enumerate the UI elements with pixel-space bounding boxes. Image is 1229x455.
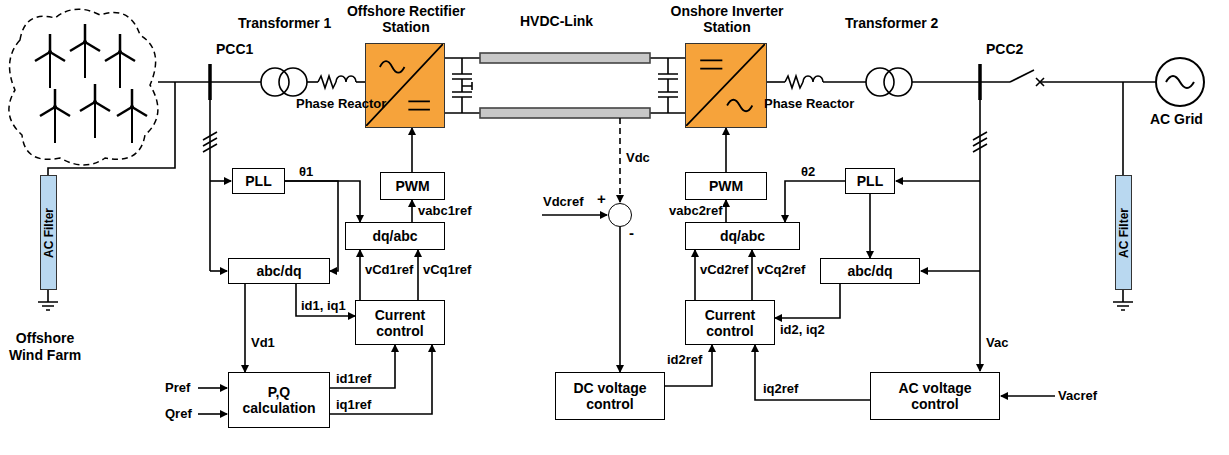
signal-label: Pref	[165, 380, 190, 395]
signal-label: Vac	[986, 335, 1008, 350]
pwm-block: PWM	[380, 172, 445, 200]
sign-label: +	[597, 190, 606, 207]
edge-label: vCd1ref	[364, 262, 414, 277]
transformer-label: Transformer 1	[238, 16, 331, 31]
edge-label: vCq1ref	[422, 262, 472, 277]
block-label: PWM	[709, 178, 743, 194]
edge-label: iq2ref	[762, 381, 799, 396]
edge-label: id1ref	[335, 371, 372, 386]
signal-label: Qref	[165, 406, 192, 421]
edge-label: vCd2ref	[699, 262, 749, 277]
signal-connector	[869, 194, 871, 258]
edge-label: Vd1	[250, 335, 276, 350]
block-label: P,Q calculation	[233, 384, 325, 416]
block-label: abc/dq	[256, 263, 301, 279]
pwm-block: PWM	[685, 172, 767, 200]
block-label: Current control	[360, 307, 440, 339]
edge-label: θ2	[800, 164, 816, 179]
signal-connector	[694, 250, 696, 300]
station-heading: Onshore Inverter Station	[667, 3, 787, 35]
signal-connector	[619, 227, 621, 372]
reactor-label: Phase Reactor	[764, 96, 854, 111]
dc-voltage-control-block: DC voltage control	[555, 372, 665, 420]
edge-label: iq1ref	[335, 397, 372, 412]
signal-label: Vacref	[1058, 388, 1097, 403]
block-label: PLL	[245, 173, 271, 189]
signal-connector	[775, 284, 840, 318]
station-heading: Offshore Rectifier Station	[346, 3, 466, 35]
grid-label: AC Grid	[1150, 112, 1203, 127]
abc-dq-block: abc/dq	[228, 258, 330, 284]
signal-connector	[244, 284, 246, 372]
link-label: HVDC-Link	[520, 14, 593, 29]
filter-label: AC Filter	[1117, 207, 1131, 257]
signal-connector	[285, 181, 360, 222]
signal-connector	[330, 345, 432, 414]
signal-connector	[296, 284, 355, 316]
edge-label: id2, iq2	[779, 322, 826, 337]
block-label: dq/abc	[720, 228, 765, 244]
edge-label: vCq2ref	[756, 262, 806, 277]
reactor-label: Phase Reactor	[296, 96, 386, 111]
edge-label: θ1	[298, 164, 314, 179]
block-label: Current control	[690, 307, 770, 339]
signal-connector	[725, 200, 727, 222]
block-label: dq/abc	[372, 228, 417, 244]
block-label: AC voltage control	[875, 380, 995, 412]
block-label: abc/dq	[847, 263, 892, 279]
bus-label: PCC1	[216, 42, 253, 57]
summing-junction: +-	[608, 203, 632, 227]
edge-label: id1, iq1	[300, 298, 347, 313]
converter-symbol	[366, 44, 443, 126]
ac-voltage-control-block: AC voltage control	[870, 372, 1000, 420]
wind-farm-label: Offshore Wind Farm	[5, 330, 85, 364]
signal-connector	[417, 250, 419, 300]
current-control-block: Current control	[685, 300, 775, 345]
sign-label: -	[629, 224, 634, 241]
signal-connector	[411, 128, 413, 172]
block-label: DC voltage control	[560, 380, 660, 412]
edge-label: vabc1ref	[417, 203, 472, 218]
signal-connector	[755, 345, 870, 400]
ac-filter: AC Filter	[40, 175, 57, 290]
edge-label: vabc2ref	[668, 203, 723, 218]
pq-calculation-block: P,Q calculation	[228, 372, 330, 428]
pll-block: PLL	[845, 168, 895, 194]
abc-dq-block: abc/dq	[820, 258, 920, 284]
current-control-block: Current control	[355, 300, 445, 345]
transformer-label: Transformer 2	[845, 16, 938, 31]
block-label: PLL	[857, 173, 883, 189]
signal-label: Vdcref	[543, 194, 583, 209]
signal-connector	[751, 250, 753, 300]
ac-filter: AC Filter	[1115, 175, 1132, 290]
dq-abc-block: dq/abc	[345, 222, 445, 250]
bus-label: PCC2	[986, 42, 1023, 57]
inverter-station: Onshore Inverter Station	[685, 43, 767, 128]
signal-connector	[359, 250, 361, 300]
signal-connector	[330, 345, 395, 388]
edge-label: id2ref	[666, 352, 703, 367]
pll-block: PLL	[232, 168, 285, 194]
signal-connector	[665, 345, 712, 386]
block-label: PWM	[395, 178, 429, 194]
signal-connector	[725, 128, 727, 172]
converter-symbol	[686, 44, 765, 126]
signal-label: Vdc	[626, 150, 650, 165]
filter-label: AC Filter	[42, 207, 56, 257]
rectifier-station: Offshore Rectifier Station	[365, 43, 445, 128]
signal-connector	[411, 200, 413, 222]
dq-abc-block: dq/abc	[685, 222, 800, 250]
signal-connector	[785, 181, 845, 222]
